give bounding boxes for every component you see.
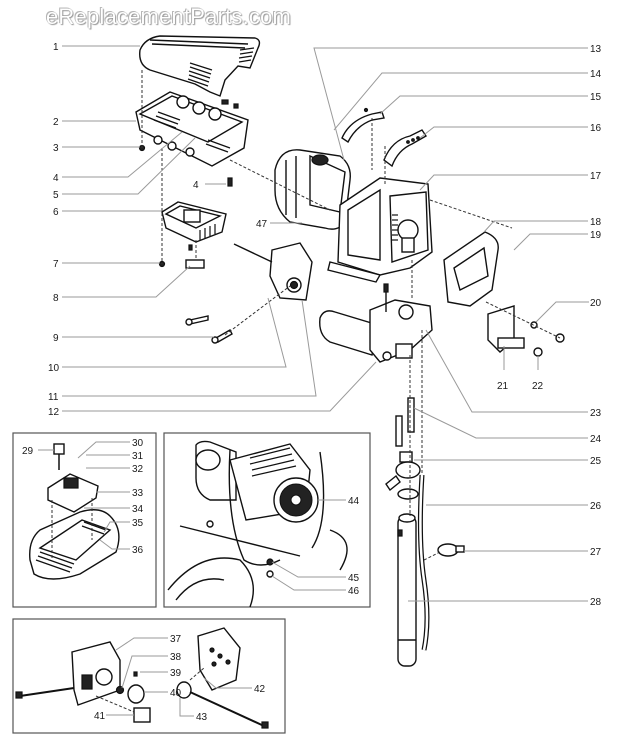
callout-30: 30 <box>132 438 144 449</box>
callout-35: 35 <box>132 518 144 529</box>
callout-32: 32 <box>132 464 144 475</box>
part-bolt-24b <box>395 415 403 447</box>
callout-16: 16 <box>590 123 602 134</box>
part-housing-tray <box>135 91 249 167</box>
callout-2: 2 <box>53 117 59 128</box>
callout-42: 42 <box>254 684 266 695</box>
part-pump-head <box>319 283 433 363</box>
part-bolts-9 <box>185 315 233 344</box>
callout-33: 33 <box>132 488 144 499</box>
callout-28: 28 <box>590 597 602 608</box>
part-handle-16-holes <box>406 136 420 144</box>
callout-3: 3 <box>53 143 59 154</box>
control-board-inset <box>12 432 157 608</box>
part-bolt-24a <box>407 397 415 433</box>
callout-1: 1 <box>53 42 59 53</box>
part-screw-22 <box>533 347 543 357</box>
part-handle-15 <box>341 111 385 144</box>
callout-22: 22 <box>532 381 544 392</box>
part-front-cover <box>443 231 499 307</box>
callout-9: 9 <box>53 333 59 344</box>
callout-38: 38 <box>170 652 182 663</box>
callout-7: 7 <box>53 259 59 270</box>
callout-45: 45 <box>348 573 360 584</box>
callout-24: 24 <box>590 434 602 445</box>
callout-11: 11 <box>48 392 59 403</box>
callout-47: 47 <box>256 219 268 230</box>
callout-29: 29 <box>22 446 34 457</box>
callout-19: 19 <box>590 230 602 241</box>
callout-13: 13 <box>590 44 602 55</box>
part-hose-clip <box>437 543 465 557</box>
part-electrical-box <box>161 201 227 243</box>
callout-15: 15 <box>590 92 602 103</box>
callout-39: 39 <box>170 668 182 679</box>
callout-37: 37 <box>170 634 182 645</box>
part-handle-16 <box>383 129 427 168</box>
callout-20: 20 <box>590 298 602 309</box>
callout-43: 43 <box>196 712 208 723</box>
callout-10: 10 <box>48 363 60 374</box>
callout-23: 23 <box>590 408 602 419</box>
part-inlet-valve <box>385 451 421 500</box>
frame-inset <box>163 432 371 608</box>
part-shroud-cover <box>139 35 261 97</box>
leader-lines <box>62 45 589 602</box>
callout-25: 25 <box>590 456 602 467</box>
callout-12: 12 <box>48 407 60 418</box>
callout-17: 17 <box>590 171 602 182</box>
part-washer-20 <box>530 321 538 329</box>
callout-46: 46 <box>348 586 360 597</box>
callout-4a: 4 <box>53 173 59 184</box>
callout-40: 40 <box>170 688 182 699</box>
part-siphon-tube <box>397 513 417 667</box>
callout-44: 44 <box>348 496 360 507</box>
callout-31: 31 <box>132 451 144 462</box>
callout-14: 14 <box>590 69 602 80</box>
callout-18: 18 <box>590 217 602 228</box>
callout-34: 34 <box>132 504 144 515</box>
callout-labels: 1 2 3 4 4 5 6 7 8 9 10 11 12 13 14 15 16… <box>22 42 602 723</box>
part-screw-14 <box>363 107 369 113</box>
callout-21: 21 <box>497 381 509 392</box>
assembly-lines <box>141 70 561 561</box>
callout-41: 41 <box>94 711 106 722</box>
callout-4b: 4 <box>193 180 199 191</box>
part-bracket-21 <box>487 305 525 353</box>
callout-6: 6 <box>53 207 59 218</box>
callout-26: 26 <box>590 501 602 512</box>
callout-27: 27 <box>590 547 602 558</box>
control-panel-inset <box>12 618 286 734</box>
callout-5: 5 <box>53 190 59 201</box>
part-frame-housing <box>327 177 433 283</box>
callout-8: 8 <box>53 293 59 304</box>
callout-36: 36 <box>132 545 144 556</box>
part-control-panel <box>233 242 313 301</box>
part-bracket-8 <box>185 259 205 269</box>
watermark: eReplacementParts.com <box>46 4 292 29</box>
part-motor <box>274 149 351 230</box>
